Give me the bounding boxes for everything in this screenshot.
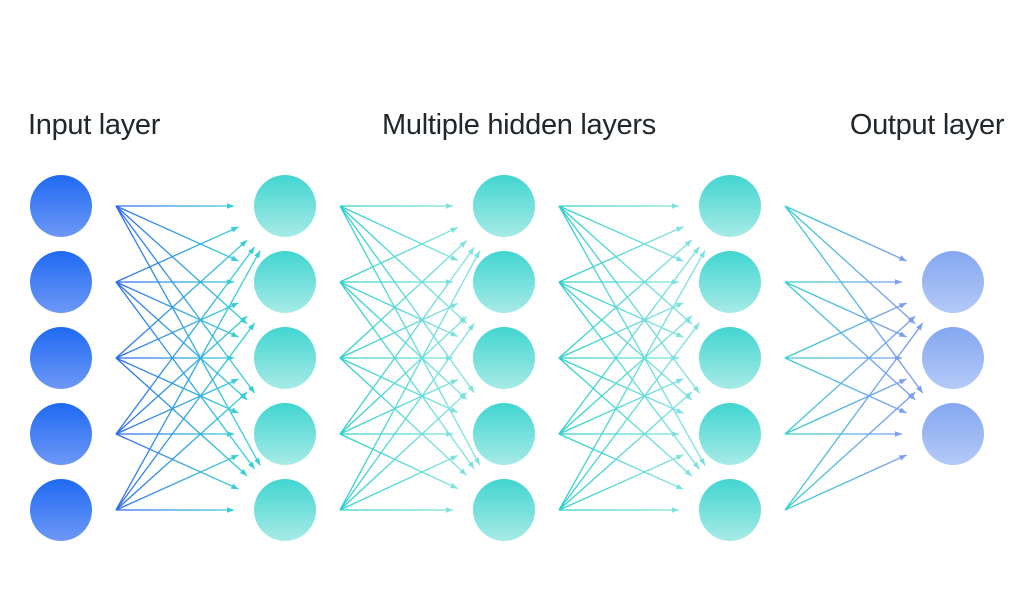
hidden-layer-2-node-1 (473, 175, 535, 237)
connection-input-layer-3-to-hidden-layer-1-5 (115, 357, 248, 477)
connection-hidden-layer-1-4-to-hidden-layer-2-1 (339, 247, 475, 435)
connection-hidden-layer-1-3-to-hidden-layer-2-5 (339, 357, 468, 476)
connection-hidden-layer-2-4-to-hidden-layer-3-3 (558, 378, 684, 435)
hidden-layer-1-node-4 (254, 403, 316, 465)
connection-hidden-layer-3-1-to-output-layer-2 (784, 205, 916, 325)
connection-hidden-layer-2-4-to-hidden-layer-3-2 (558, 315, 693, 435)
connection-hidden-layer-1-5-to-hidden-layer-2-3 (339, 392, 468, 511)
connection-hidden-layer-1-1-to-hidden-layer-2-3 (339, 205, 468, 324)
connection-hidden-layer-2-5-to-hidden-layer-3-3 (558, 391, 693, 511)
hidden-layer-2-node-2 (473, 251, 535, 313)
hidden-layer-1-node-1 (254, 175, 316, 237)
connection-hidden-layer-1-5-to-hidden-layer-2-4 (339, 454, 459, 511)
output-layer-node-2 (922, 327, 984, 389)
connection-hidden-layer-1-2-to-hidden-layer-2-5 (339, 281, 475, 469)
connection-input-layer-3-to-hidden-layer-1-2 (115, 302, 239, 359)
hidden-layer-3-node-1 (699, 175, 761, 237)
connection-hidden-layer-3-5-to-output-layer-2 (784, 391, 916, 511)
connection-input-layer-5-to-hidden-layer-1-1 (115, 250, 261, 511)
connection-hidden-layer-3-5-to-output-layer-3 (784, 454, 907, 511)
connection-hidden-layer-2-3-to-hidden-layer-3-4 (558, 357, 684, 414)
connection-hidden-layer-2-2-to-hidden-layer-3-5 (558, 281, 700, 470)
hidden-layers-label: Multiple hidden layers (382, 109, 656, 141)
connection-hidden-layer-1-1-to-hidden-layer-2-2 (339, 205, 459, 262)
connection-hidden-layer-3-3-to-output-layer-3 (784, 357, 907, 414)
hidden-layer-1-node-2 (254, 251, 316, 313)
connection-input-layer-3-to-hidden-layer-1-1 (115, 239, 248, 359)
connection-hidden-layer-3-1-to-output-layer-1 (784, 205, 907, 262)
hidden-layer-1-node-3 (254, 327, 316, 389)
input-layer-node-4 (30, 403, 92, 465)
connection-input-layer-3-to-hidden-layer-1-4 (115, 357, 239, 414)
connection-hidden-layer-3-4-to-output-layer-1 (784, 315, 916, 435)
hidden-layer-2-node-5 (473, 479, 535, 541)
input-layer-node-1 (30, 175, 92, 237)
connection-hidden-layer-1-5-to-hidden-layer-2-2 (339, 323, 475, 511)
hidden-layer-3-node-5 (699, 479, 761, 541)
connection-hidden-layer-1-4-to-hidden-layer-2-2 (339, 316, 468, 435)
connection-hidden-layer-3-5-to-output-layer-1 (784, 322, 924, 511)
connection-hidden-layer-1-1-to-hidden-layer-2-4 (339, 205, 475, 393)
connection-hidden-layer-2-2-to-hidden-layer-3-3 (558, 281, 684, 338)
connection-hidden-layer-3-2-to-output-layer-3 (784, 281, 916, 401)
connection-hidden-layer-1-2-to-hidden-layer-2-3 (339, 281, 459, 338)
connection-input-layer-2-to-hidden-layer-1-3 (115, 281, 239, 338)
connection-input-layer-1-to-hidden-layer-1-3 (115, 205, 248, 325)
hidden-layer-1-node-5 (254, 479, 316, 541)
connection-input-layer-2-to-hidden-layer-1-1 (115, 226, 239, 283)
hidden-layer-3-node-2 (699, 251, 761, 313)
connection-hidden-layer-1-3-to-hidden-layer-2-4 (339, 357, 459, 414)
connection-hidden-layer-2-3-to-hidden-layer-3-5 (558, 357, 693, 477)
output-layer-node-1 (922, 251, 984, 313)
connection-hidden-layer-3-3-to-output-layer-1 (784, 302, 907, 359)
output-layer-label: Output layer (849, 109, 1005, 141)
connection-hidden-layer-2-3-to-hidden-layer-3-1 (558, 239, 693, 359)
connection-hidden-layer-3-2-to-output-layer-2 (784, 281, 907, 338)
hidden-layer-3-node-4 (699, 403, 761, 465)
connection-input-layer-5-to-hidden-layer-1-3 (115, 391, 248, 511)
connection-hidden-layer-1-1-to-hidden-layer-2-5 (339, 205, 481, 466)
connection-hidden-layer-2-5-to-hidden-layer-3-2 (558, 322, 700, 511)
connection-hidden-layer-1-4-to-hidden-layer-2-5 (339, 433, 459, 490)
connection-hidden-layer-1-2-to-hidden-layer-2-4 (339, 281, 468, 400)
connection-hidden-layer-1-3-to-hidden-layer-2-2 (339, 302, 459, 359)
connection-hidden-layer-2-1-to-hidden-layer-3-2 (558, 205, 684, 262)
connection-hidden-layer-2-4-to-hidden-layer-3-1 (558, 246, 700, 435)
connection-hidden-layer-2-5-to-hidden-layer-3-1 (558, 250, 706, 511)
connection-input-layer-2-to-hidden-layer-1-4 (115, 281, 248, 401)
connection-hidden-layer-2-2-to-hidden-layer-3-4 (558, 281, 693, 401)
connection-input-layer-5-to-hidden-layer-1-2 (115, 322, 256, 511)
connection-input-layer-1-to-hidden-layer-1-2 (115, 205, 239, 262)
hidden-layer-2-node-4 (473, 403, 535, 465)
connection-hidden-layer-2-1-to-hidden-layer-3-3 (558, 205, 693, 325)
input-layer-node-2 (30, 251, 92, 313)
connection-input-layer-4-to-hidden-layer-1-3 (115, 378, 239, 435)
hidden-layer-3-node-3 (699, 327, 761, 389)
connection-hidden-layer-2-1-to-hidden-layer-3-4 (558, 205, 700, 394)
connection-hidden-layer-2-5-to-hidden-layer-3-4 (558, 454, 684, 511)
connection-input-layer-5-to-hidden-layer-1-4 (115, 454, 239, 511)
connection-input-layer-2-to-hidden-layer-1-5 (115, 281, 256, 470)
connection-hidden-layer-3-4-to-output-layer-2 (784, 378, 907, 435)
connection-hidden-layer-1-2-to-hidden-layer-2-1 (339, 226, 459, 283)
connection-input-layer-4-to-hidden-layer-1-5 (115, 433, 239, 490)
connection-hidden-layer-2-4-to-hidden-layer-3-5 (558, 433, 684, 490)
input-layer-node-5 (30, 479, 92, 541)
output-layer-node-3 (922, 403, 984, 465)
connection-hidden-layer-2-3-to-hidden-layer-3-2 (558, 302, 684, 359)
connection-hidden-layer-1-3-to-hidden-layer-2-1 (339, 240, 468, 359)
connection-input-layer-4-to-hidden-layer-1-1 (115, 246, 256, 435)
input-layer-node-3 (30, 327, 92, 389)
connection-hidden-layer-3-1-to-output-layer-3 (784, 205, 924, 394)
connection-input-layer-4-to-hidden-layer-1-2 (115, 315, 248, 435)
connection-hidden-layer-1-5-to-hidden-layer-2-1 (339, 250, 481, 511)
hidden-layer-2-node-3 (473, 327, 535, 389)
connection-hidden-layer-2-2-to-hidden-layer-3-1 (558, 226, 684, 283)
input-layer-label: Input layer (28, 109, 161, 141)
connection-hidden-layer-1-4-to-hidden-layer-2-3 (339, 378, 459, 435)
connection-input-layer-1-to-hidden-layer-1-4 (115, 205, 256, 394)
